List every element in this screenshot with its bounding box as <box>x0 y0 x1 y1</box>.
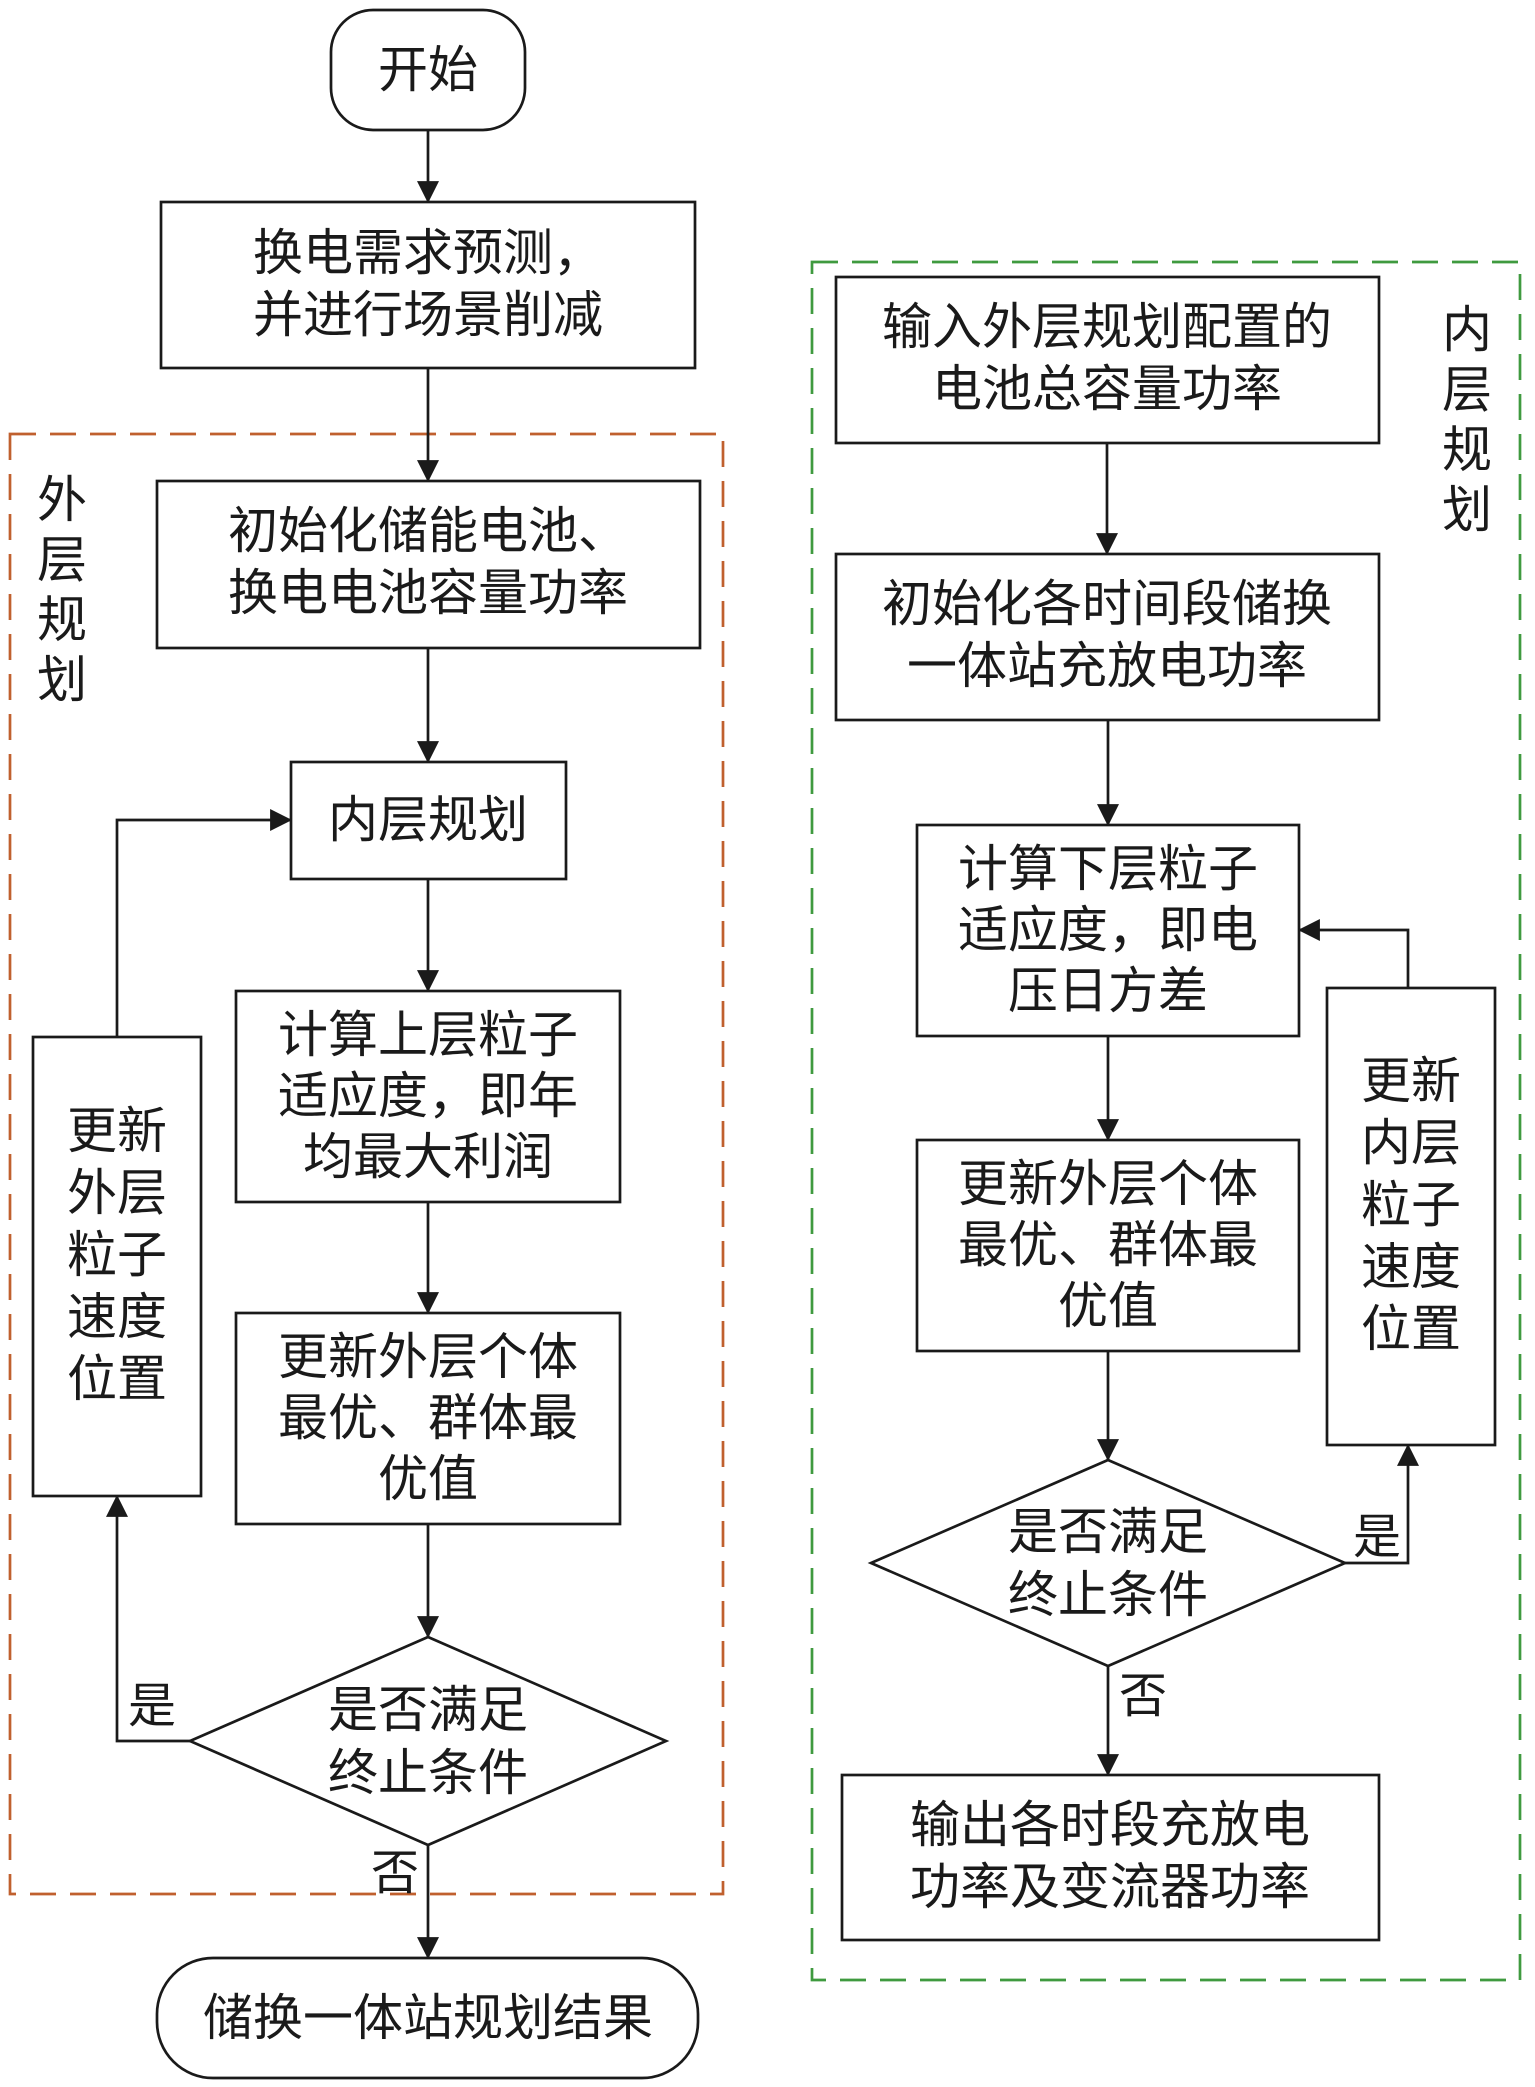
svg-text:规: 规 <box>1442 421 1492 479</box>
inner-update-particles-line-2: 内层 <box>1361 1114 1461 1172</box>
svg-text:层: 层 <box>37 531 87 589</box>
outer-update-particles-line-4: 速度 <box>67 1288 167 1346</box>
outer-planning-title: 外 层 规 划 <box>37 471 87 709</box>
inner-planning-call-label: 内层规划 <box>328 791 528 849</box>
arrow-update-to-fitness-inner <box>1297 919 1410 988</box>
svg-text:外: 外 <box>37 471 87 529</box>
forecast-line-2: 并进行场景削减 <box>253 286 603 344</box>
inner-output-line-1: 输出各时段充放电 <box>910 1796 1310 1854</box>
inner-planning-frame <box>810 260 1522 1982</box>
outer-update-particles-line-1: 更新 <box>67 1102 167 1160</box>
outer-update-particles-line-2: 外层 <box>67 1164 167 1222</box>
outer-init-line-1: 初始化储能电池、 <box>228 502 628 560</box>
outer-fitness-line-3: 均最大利润 <box>303 1128 553 1186</box>
svg-text:层: 层 <box>1442 361 1492 419</box>
inner-update-particles-box <box>1325 986 1497 1447</box>
inner-input-line-2: 电池总容量功率 <box>932 360 1282 418</box>
forecast-line-1: 换电需求预测， <box>253 224 603 282</box>
outer-no-label: 否 <box>371 1845 419 1901</box>
outer-fitness-line-1: 计算上层粒子 <box>278 1006 578 1064</box>
svg-text:内: 内 <box>1442 301 1492 359</box>
inner-input-line-1: 输入外层规划配置的 <box>882 298 1332 356</box>
inner-planning-title: 内 层 规 划 <box>1442 301 1492 539</box>
svg-text:划: 划 <box>1442 481 1492 539</box>
outer-planning-frame <box>8 432 725 1896</box>
outer-update-particles-line-5: 位置 <box>67 1350 167 1408</box>
inner-decision-diamond <box>867 1458 1349 1668</box>
outer-update-best-line-1: 更新外层个体 <box>278 1328 578 1386</box>
inner-init-line-1: 初始化各时间段储换 <box>882 575 1332 633</box>
outer-update-best-line-2: 最优、群体最 <box>278 1389 578 1447</box>
outer-update-best-line-3: 优值 <box>378 1450 478 1508</box>
arrow-decision-yes-to-update-inner <box>1345 1443 1419 1565</box>
inner-decision-line-1: 是否满足 <box>1008 1503 1208 1561</box>
inner-update-best-line-2: 最优、群体最 <box>958 1216 1258 1274</box>
outer-decision-diamond <box>186 1635 670 1847</box>
forecast-box <box>159 200 697 370</box>
inner-decision-line-2: 终止条件 <box>1008 1566 1208 1624</box>
svg-text:划: 划 <box>37 651 87 709</box>
inner-init-line-2: 一体站充放电功率 <box>907 637 1307 695</box>
inner-update-best-box <box>915 1138 1301 1353</box>
inner-fitness-line-2: 适应度，即电 <box>958 901 1258 959</box>
inner-no-label: 否 <box>1119 1668 1167 1724</box>
inner-yes-label: 是 <box>1353 1509 1401 1565</box>
inner-update-particles-line-1: 更新 <box>1361 1052 1461 1110</box>
end-label: 储换一体站规划结果 <box>203 1989 653 2047</box>
inner-update-best-line-3: 优值 <box>1058 1277 1158 1335</box>
inner-output-line-2: 功率及变流器功率 <box>910 1858 1310 1916</box>
inner-fitness-line-3: 压日方差 <box>1008 962 1208 1020</box>
outer-init-line-2: 换电电池容量功率 <box>228 564 628 622</box>
inner-update-particles-line-5: 位置 <box>1361 1300 1461 1358</box>
inner-init-box <box>834 552 1381 722</box>
arrow-decision-yes-to-update <box>106 1494 190 1743</box>
inner-update-best-line-1: 更新外层个体 <box>958 1155 1258 1213</box>
outer-init-box <box>155 479 702 650</box>
outer-fitness-line-2: 适应度，即年 <box>278 1067 578 1125</box>
arrow-update-to-inner-call <box>115 809 293 1037</box>
svg-text:规: 规 <box>37 591 87 649</box>
inner-fitness-box <box>915 823 1301 1038</box>
outer-decision-line-1: 是否满足 <box>328 1681 528 1739</box>
outer-update-particles-line-3: 粒子 <box>67 1226 167 1284</box>
start-label: 开始 <box>378 41 478 99</box>
outer-yes-label: 是 <box>128 1678 176 1734</box>
inner-fitness-line-1: 计算下层粒子 <box>958 840 1258 898</box>
outer-decision-line-2: 终止条件 <box>328 1744 528 1802</box>
inner-update-particles-line-3: 粒子 <box>1361 1176 1461 1234</box>
inner-update-particles-line-4: 速度 <box>1361 1238 1461 1296</box>
